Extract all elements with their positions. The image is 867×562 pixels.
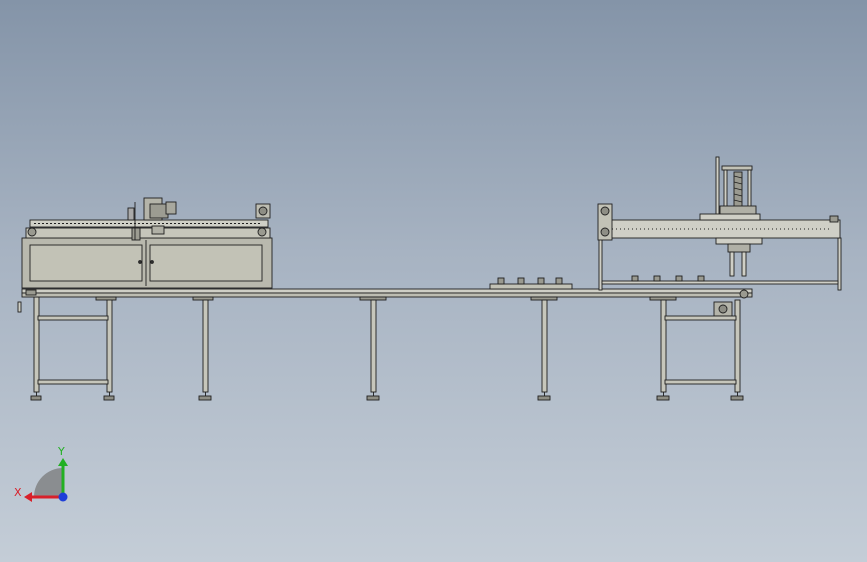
left-top-belt xyxy=(29,219,269,228)
x-axis-label: X xyxy=(14,486,22,499)
press-unit xyxy=(699,156,761,221)
gantry-head xyxy=(127,197,177,241)
left-cabinet-panel-1 xyxy=(29,244,143,282)
coordinate-triad: X Y xyxy=(14,445,68,502)
left-roller xyxy=(27,227,37,237)
y-axis-label: Y xyxy=(57,445,65,458)
drive-motor xyxy=(713,289,749,317)
right-clips xyxy=(631,275,705,282)
left-cabinet-panel-2 xyxy=(149,244,263,282)
right-roller xyxy=(257,227,267,237)
right-legs xyxy=(656,299,744,401)
left-legs xyxy=(30,296,115,401)
rail-fixture xyxy=(489,277,573,290)
center-legs xyxy=(95,296,677,401)
z-axis-dot xyxy=(58,492,68,502)
triad-reference-plane xyxy=(34,468,63,497)
base-rail xyxy=(17,277,753,401)
clamp-unit xyxy=(715,237,763,277)
left-module xyxy=(21,197,273,401)
right-module xyxy=(597,156,842,401)
